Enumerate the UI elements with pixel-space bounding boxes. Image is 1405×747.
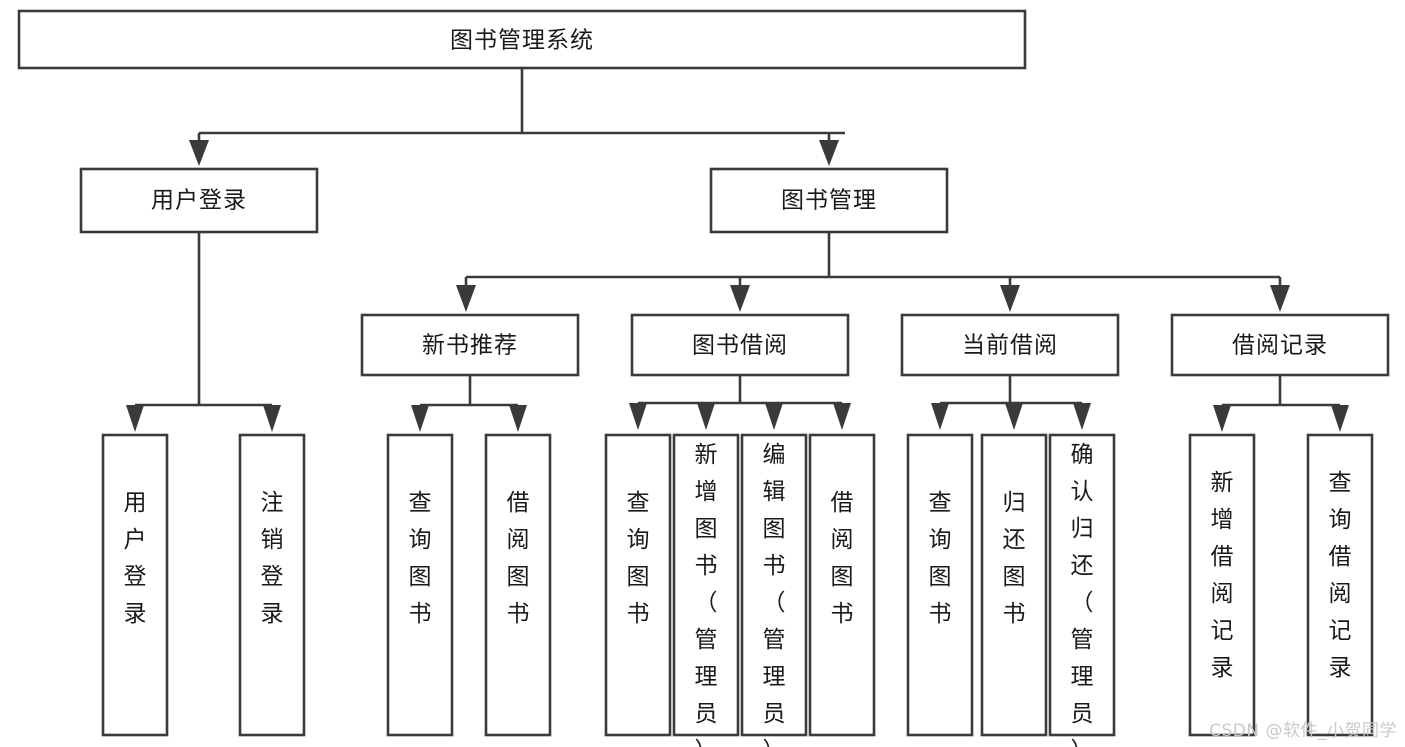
node-leaf-edit-book-admin-label: 编辑图书（管理员） — [763, 442, 786, 747]
node-leaf-borrow-book-box[interactable] — [808, 433, 876, 737]
node-leaf-add-borrow-record-box[interactable] — [1188, 433, 1256, 737]
node-book-borrow-label: 图书借阅 — [692, 333, 788, 359]
node-borrow-record-label: 借阅记录 — [1232, 333, 1328, 359]
arrowhead-leaf-add-borrow-record — [1213, 405, 1231, 432]
node-leaf-user-logout[interactable]: 注销登录 — [238, 433, 306, 737]
node-leaf-query-book-current-box[interactable] — [906, 433, 974, 737]
node-leaf-query-book-borrow[interactable]: 查询图书 — [604, 433, 672, 737]
node-leaf-return-book-box[interactable] — [980, 433, 1048, 737]
node-book-borrow-box[interactable] — [630, 313, 850, 377]
node-borrow-record[interactable]: 借阅记录 — [1170, 313, 1390, 377]
arrowhead-current-borrow — [1000, 285, 1020, 312]
node-leaf-borrow-book-label: 借阅图书 — [831, 490, 854, 627]
connectors-newbookrec-to-leaves — [411, 375, 527, 432]
arrowhead-leaf-borrow-book — [833, 403, 851, 430]
arrowhead-leaf-user-logout — [263, 405, 281, 432]
node-leaf-query-borrow-record-box[interactable] — [1306, 433, 1374, 737]
node-new-book-rec[interactable]: 新书推荐 — [360, 313, 580, 377]
node-leaf-add-book-admin[interactable]: 新增图书（管理员） — [672, 433, 740, 747]
arrowhead-leaf-add-book-admin — [697, 403, 715, 430]
node-leaf-user-login-label: 用户登录 — [124, 490, 147, 627]
node-leaf-borrow-book-rec-label: 借阅图书 — [507, 490, 530, 627]
node-leaf-confirm-return-admin-label: 确认归还（管理员） — [1071, 442, 1094, 747]
node-new-book-rec-label: 新书推荐 — [422, 333, 518, 359]
node-leaf-query-book-borrow-box[interactable] — [604, 433, 672, 737]
node-leaf-confirm-return-admin-box[interactable] — [1048, 433, 1116, 737]
node-leaf-add-borrow-record[interactable]: 新增借阅记录 — [1188, 433, 1256, 737]
node-leaf-query-book-rec-box[interactable] — [386, 433, 454, 737]
node-leaf-query-book-current[interactable]: 查询图书 — [906, 433, 974, 737]
connectors-currentborrow-to-leaves — [931, 375, 1091, 430]
node-leaf-return-book[interactable]: 归还图书 — [980, 433, 1048, 737]
connectors-borrowrecord-to-leaves — [1213, 375, 1349, 432]
node-leaf-query-book-rec[interactable]: 查询图书 — [386, 433, 454, 737]
arrowhead-book-borrow — [730, 285, 750, 312]
arrowhead-book-manage — [819, 140, 839, 166]
connectors-bookborrow-to-leaves — [629, 375, 851, 430]
node-borrow-record-box[interactable] — [1170, 313, 1390, 377]
node-root-box[interactable] — [17, 9, 1027, 70]
connectors-userlogin-to-leaves — [126, 232, 281, 432]
node-new-book-rec-box[interactable] — [360, 313, 580, 377]
arrowhead-leaf-query-book-rec — [411, 405, 429, 432]
node-leaf-query-book-rec-label: 查询图书 — [409, 490, 432, 627]
arrowhead-borrow-record — [1270, 285, 1290, 312]
node-root-label: 图书管理系统 — [450, 28, 594, 54]
arrowhead-leaf-edit-book-admin — [765, 403, 783, 430]
arrowhead-leaf-query-borrow-record — [1331, 405, 1349, 432]
arrowhead-leaf-user-login — [126, 405, 144, 432]
node-current-borrow-label: 当前借阅 — [962, 333, 1058, 359]
arrowhead-new-book-rec — [456, 285, 476, 312]
node-leaf-add-book-admin-box[interactable] — [672, 433, 740, 737]
arrowhead-leaf-confirm-return-admin — [1073, 403, 1091, 430]
node-root[interactable]: 图书管理系统 — [17, 9, 1027, 70]
arrowhead-leaf-borrow-book-rec — [509, 405, 527, 432]
leaf-nodes: 用户登录 注销登录 查询图书 借阅图书 查询图书 新增图书（管理员） — [101, 433, 1374, 747]
node-leaf-user-logout-label: 注销登录 — [261, 490, 284, 627]
node-user-login-box[interactable] — [79, 167, 319, 234]
node-leaf-user-login[interactable]: 用户登录 — [101, 433, 169, 737]
node-leaf-return-book-label: 归还图书 — [1003, 490, 1026, 627]
node-leaf-confirm-return-admin[interactable]: 确认归还（管理员） — [1048, 433, 1116, 747]
node-leaf-edit-book-admin[interactable]: 编辑图书（管理员） — [740, 433, 808, 747]
node-leaf-edit-book-admin-box[interactable] — [740, 433, 808, 737]
node-book-manage-box[interactable] — [709, 167, 949, 234]
node-leaf-query-book-borrow-label: 查询图书 — [627, 490, 650, 627]
node-leaf-borrow-book-rec-box[interactable] — [484, 433, 552, 737]
connectors-bookmanage-to-level3 — [456, 232, 1290, 312]
node-leaf-add-borrow-record-label: 新增借阅记录 — [1211, 470, 1234, 681]
node-book-borrow[interactable]: 图书借阅 — [630, 313, 850, 377]
node-leaf-add-book-admin-label: 新增图书（管理员） — [695, 442, 718, 747]
node-leaf-borrow-book-rec[interactable]: 借阅图书 — [484, 433, 552, 737]
arrowhead-leaf-query-book-current — [931, 403, 949, 430]
node-leaf-query-book-current-label: 查询图书 — [929, 490, 952, 627]
node-leaf-query-borrow-record[interactable]: 查询借阅记录 — [1306, 433, 1374, 737]
node-current-borrow[interactable]: 当前借阅 — [900, 313, 1120, 377]
node-leaf-user-login-box[interactable] — [101, 433, 169, 737]
csdn-watermark: CSDN @软件_小贺同学 — [1209, 721, 1397, 741]
node-user-login-label: 用户登录 — [151, 188, 247, 214]
node-current-borrow-box[interactable] — [900, 313, 1120, 377]
connectors-root-to-level2 — [189, 68, 845, 166]
arrowhead-leaf-query-book-borrow — [629, 403, 647, 430]
node-book-manage-label: 图书管理 — [781, 188, 877, 214]
node-user-login[interactable]: 用户登录 — [79, 167, 319, 234]
node-leaf-borrow-book[interactable]: 借阅图书 — [808, 433, 876, 737]
arrowhead-leaf-return-book — [1005, 403, 1023, 430]
node-leaf-query-borrow-record-label: 查询借阅记录 — [1329, 470, 1352, 681]
node-book-manage[interactable]: 图书管理 — [709, 167, 949, 234]
arrowhead-user-login — [189, 140, 209, 166]
node-leaf-user-logout-box[interactable] — [238, 433, 306, 737]
